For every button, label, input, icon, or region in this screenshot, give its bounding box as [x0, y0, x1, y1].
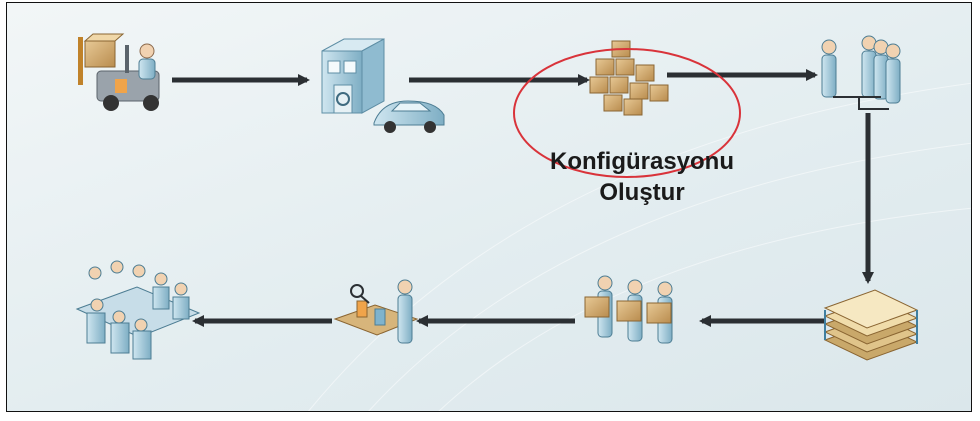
document-stack-icon — [823, 289, 919, 361]
highlight-label-line1: Konfigürasyonu — [550, 148, 734, 175]
highlight-label-line2: Oluştur — [599, 179, 685, 206]
inspection-worker-icon — [333, 279, 419, 344]
highlight-ellipse — [513, 48, 741, 178]
workflow-diagram — [75, 33, 971, 411]
highlight-label: Konfigürasyonu Oluştur — [507, 146, 777, 208]
diagram-frame: Konfigürasyonu Oluştur — [6, 2, 972, 412]
flow-arrows — [172, 69, 874, 327]
background-arcs — [308, 82, 971, 411]
factory-car-icon — [321, 38, 445, 133]
meeting-table-icon — [75, 260, 201, 360]
forklift-worker-icon — [78, 33, 160, 111]
boxes-stack-icon — [589, 40, 669, 116]
people-group-icon — [821, 35, 901, 110]
people-carrying-boxes-icon — [584, 275, 673, 344]
